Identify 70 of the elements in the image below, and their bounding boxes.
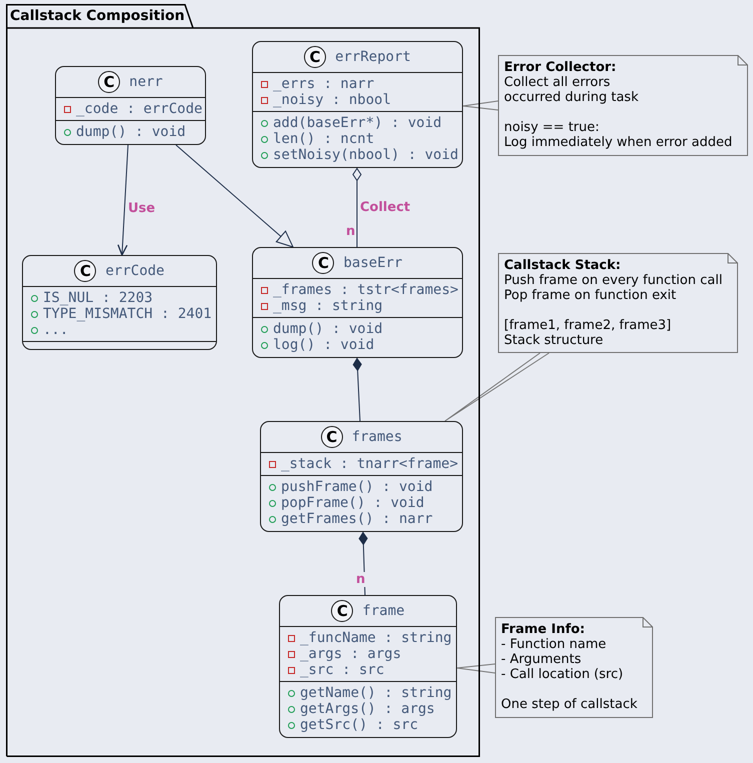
class-box [55, 66, 206, 145]
class-badge: C [331, 600, 354, 622]
method-text: getSrc() : src [300, 717, 418, 733]
composition-connector [358, 532, 368, 596]
attribute-text: _msg : string [273, 298, 383, 314]
note-text: One step of callstack [501, 697, 638, 712]
class-box [252, 41, 463, 168]
method-text: getName() : string [300, 685, 452, 701]
note-text: - Function name [501, 637, 606, 652]
note-text: noisy == true: [504, 120, 600, 135]
attribute-text: _src : src [300, 662, 384, 678]
class-name: frames [352, 428, 402, 446]
package-title: Callstack Composition [10, 7, 185, 25]
class-box [279, 595, 457, 738]
note-heading: Error Collector: [504, 60, 616, 75]
inheritance-arrow [176, 144, 294, 248]
method-text: setNoisy(nbool) : void [273, 147, 458, 163]
multiplicity-label: n [355, 572, 366, 587]
note-heading: Callstack Stack: [504, 258, 621, 273]
method-text: dump() : void [76, 124, 186, 140]
attribute-text: IS_NUL : 2203 [43, 290, 153, 306]
note-text: Stack structure [504, 333, 604, 348]
method-text: log() : void [273, 337, 374, 353]
class-badge: C [74, 260, 96, 282]
class-badge: C [98, 71, 120, 93]
class-box [22, 255, 217, 350]
method-text: dump() : void [273, 321, 383, 337]
method-text: len() : ncnt [273, 131, 374, 147]
note-text: Log immediately when error added [504, 135, 732, 150]
class-name: errCode [105, 262, 164, 280]
note-connector [462, 100, 498, 110]
attribute-text: _errs : narr [273, 76, 374, 92]
class-badge: C [320, 426, 343, 448]
package-frame [6, 4, 480, 757]
class-name: nerr [129, 73, 163, 91]
attribute-text: ... [43, 322, 68, 338]
attribute-text: _frames : tstr<frames> [273, 282, 458, 298]
class-badge: C [304, 46, 326, 68]
note-text: - Arguments [501, 652, 582, 667]
note [498, 253, 738, 353]
attribute-text: TYPE_MISMATCH : 2401 [43, 306, 212, 322]
note-text: [frame1, frame2, frame3] [504, 318, 672, 333]
attribute-text: _noisy : nbool [273, 92, 392, 108]
class-badge: C [312, 252, 334, 274]
method-text: pushFrame() : void [281, 479, 433, 495]
method-text: add(baseErr*) : void [273, 115, 442, 131]
method-text: popFrame() : void [281, 495, 424, 511]
note-text: Collect all errors occurred during task [504, 75, 640, 105]
note-text: Pop frame on function exit [504, 288, 676, 303]
class-name: errReport [335, 48, 411, 66]
class-box [252, 247, 463, 358]
note-text: - Call location (src) [501, 667, 624, 682]
note-text: Push frame on every function call [504, 273, 722, 288]
method-text: getFrames() : narr [281, 511, 433, 527]
attribute-text: _args : args [300, 646, 402, 662]
method-text: getArgs() : args [300, 701, 435, 717]
attribute-text: _stack : tnarr<frame> [281, 456, 458, 472]
dependency-arrow [117, 144, 128, 256]
composition-connector [352, 358, 362, 422]
attribute-text: _code : errCode [76, 101, 202, 117]
class-box [260, 421, 463, 532]
class-name: baseErr [343, 254, 402, 272]
note-connector [456, 664, 496, 674]
note-heading: Frame Info: [501, 622, 585, 637]
note-connector [444, 352, 550, 422]
attribute-text: _funcName : string [300, 630, 452, 646]
class-name: frame [362, 602, 405, 620]
note [498, 55, 748, 156]
note [495, 617, 653, 718]
aggregation-connector [352, 168, 362, 248]
